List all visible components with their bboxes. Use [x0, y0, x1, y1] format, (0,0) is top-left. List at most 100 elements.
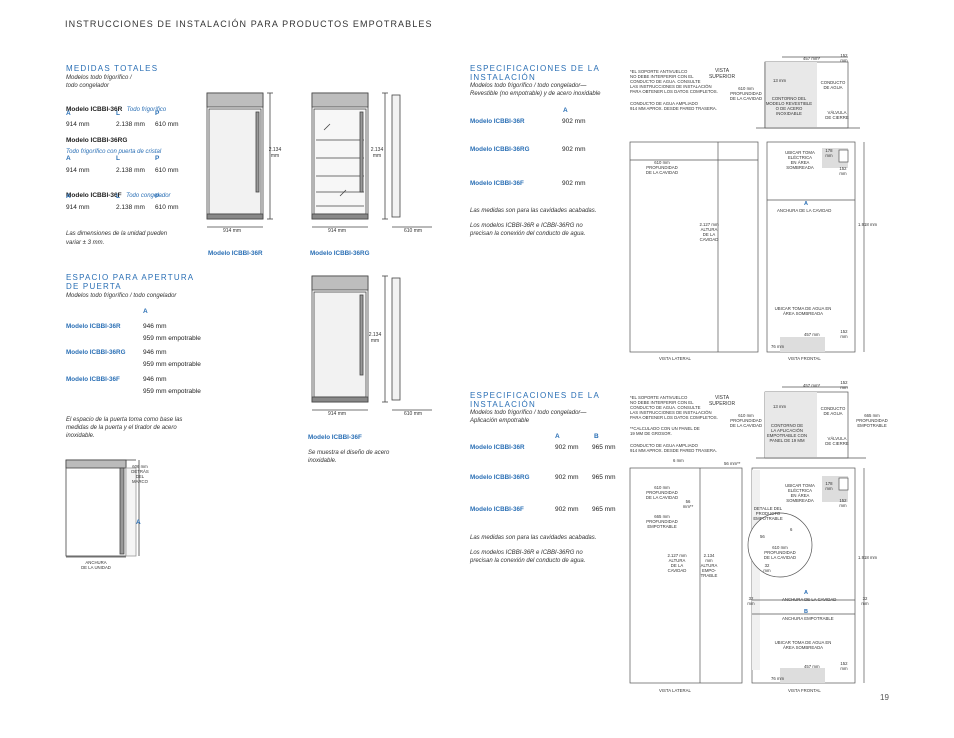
d2-anchura: ANCHURA DE LA CAVIDAD: [782, 597, 837, 602]
col-a: A: [66, 110, 71, 117]
apertura-f: Modelo ICBBI-36F: [66, 376, 120, 383]
apertura-rg-v2: 959 mm empotrable: [143, 361, 201, 368]
unit-rg-width: 914 mm: [328, 228, 347, 234]
apertura-r-v1: 946 mm: [143, 323, 167, 330]
col-a: A: [66, 193, 71, 200]
medidas-subtitle: Modelos todo frigorífico /: [66, 75, 132, 81]
spec1-f-a: 902 mm: [562, 180, 586, 187]
apertura-f-v2: 959 mm empotrable: [143, 388, 201, 395]
spec1-r-a: 902 mm: [562, 118, 586, 125]
spec1-title-2: INSTALACIÓN: [470, 73, 536, 82]
d2-13: 13 mm: [773, 404, 787, 409]
apertura-note-2: medidas de la puerta y el tirador de ace…: [66, 425, 177, 431]
medidas-note-2: variar ± 3 mm.: [66, 240, 105, 246]
spec2-note-2: Los modelos ICBBI-36R e ICBBI-36RG no: [470, 550, 583, 556]
spec2-rg-b: 965 mm: [592, 474, 616, 481]
spec1-rg-a: 902 mm: [562, 146, 586, 153]
apertura-title-2: DE PUERTA: [66, 282, 122, 291]
col-p: P: [155, 193, 160, 200]
unit-rg-depth: 610 mm: [404, 228, 423, 234]
unit-f-drawing: [311, 275, 432, 411]
apertura-f-v1: 946 mm: [143, 376, 167, 383]
unit-r-caption: Modelo ICBBI-36R: [208, 250, 263, 257]
d2-6b: 6: [790, 527, 793, 532]
d1-a: A: [804, 201, 808, 207]
spec1-col-a: A: [563, 107, 568, 114]
model-rg-label: Modelo ICBBI-36RG: [66, 137, 128, 144]
medidas-subtitle-2: todo congelador: [66, 83, 110, 89]
apertura-a: A: [136, 519, 141, 526]
d2-457b: 457 mm: [804, 664, 820, 669]
spec2-col-b: B: [594, 433, 599, 440]
spec2-rg: Modelo ICBBI-36RG: [470, 474, 530, 481]
spec2-title: ESPECIFICACIONES DE LA: [470, 391, 600, 400]
apertura-col-a: A: [143, 308, 148, 315]
d2-56: 56 mm**: [724, 461, 741, 466]
m2-p: 610 mm: [155, 167, 179, 174]
apertura-rg-v1: 946 mm: [143, 349, 167, 356]
d1-1918: 1.918 mm: [858, 222, 878, 227]
d1-lateral: VISTA LATERAL: [659, 356, 691, 361]
unit-rg-caption: Modelo ICBBI-36RG: [310, 250, 370, 257]
page-number: 19: [880, 693, 889, 702]
spec2-f: Modelo ICBBI-36F: [470, 506, 524, 513]
d1-frontal: VISTA FRONTAL: [788, 356, 821, 361]
unit-r-drawing: [206, 92, 273, 228]
spec2-sub: Modelos todo frigorífico / todo congelad…: [470, 410, 587, 416]
unit-f-note-2: inoxidable.: [308, 458, 337, 464]
apertura-note: El espacio de la puerta toma como base l…: [66, 417, 183, 423]
apertura-subtitle: Modelos todo frigorífico / todo congelad…: [66, 293, 177, 299]
d2-frontal: VISTA FRONTAL: [788, 688, 821, 693]
d2-b: B: [804, 609, 808, 615]
spec1-note-2: Los modelos ICBBI-36R e ICBBI-36RG no: [470, 223, 583, 229]
model-rg-desc: Todo frigorífico con puerta de cristal: [66, 149, 162, 155]
unit-f-width: 914 mm: [328, 411, 347, 417]
spec2-title-2: INSTALACIÓN: [470, 400, 536, 409]
m2-l: 2.138 mm: [116, 167, 145, 174]
unit-r-width: 914 mm: [223, 228, 242, 234]
m2-a: 914 mm: [66, 167, 90, 174]
spec1-rg: Modelo ICBBI-36RG: [470, 146, 530, 153]
col-l: L: [116, 110, 120, 117]
spec2-rg-a: 902 mm: [555, 474, 579, 481]
spec2-f-a: 902 mm: [555, 506, 579, 513]
col-l: L: [116, 155, 120, 162]
medidas-note: Las dimensiones de la unidad pueden: [66, 231, 168, 237]
m3-p: 610 mm: [155, 204, 179, 211]
model-f-label: Modelo ICBBI-36F Todo congelador: [66, 192, 171, 199]
spec2-f-b: 965 mm: [592, 506, 616, 513]
